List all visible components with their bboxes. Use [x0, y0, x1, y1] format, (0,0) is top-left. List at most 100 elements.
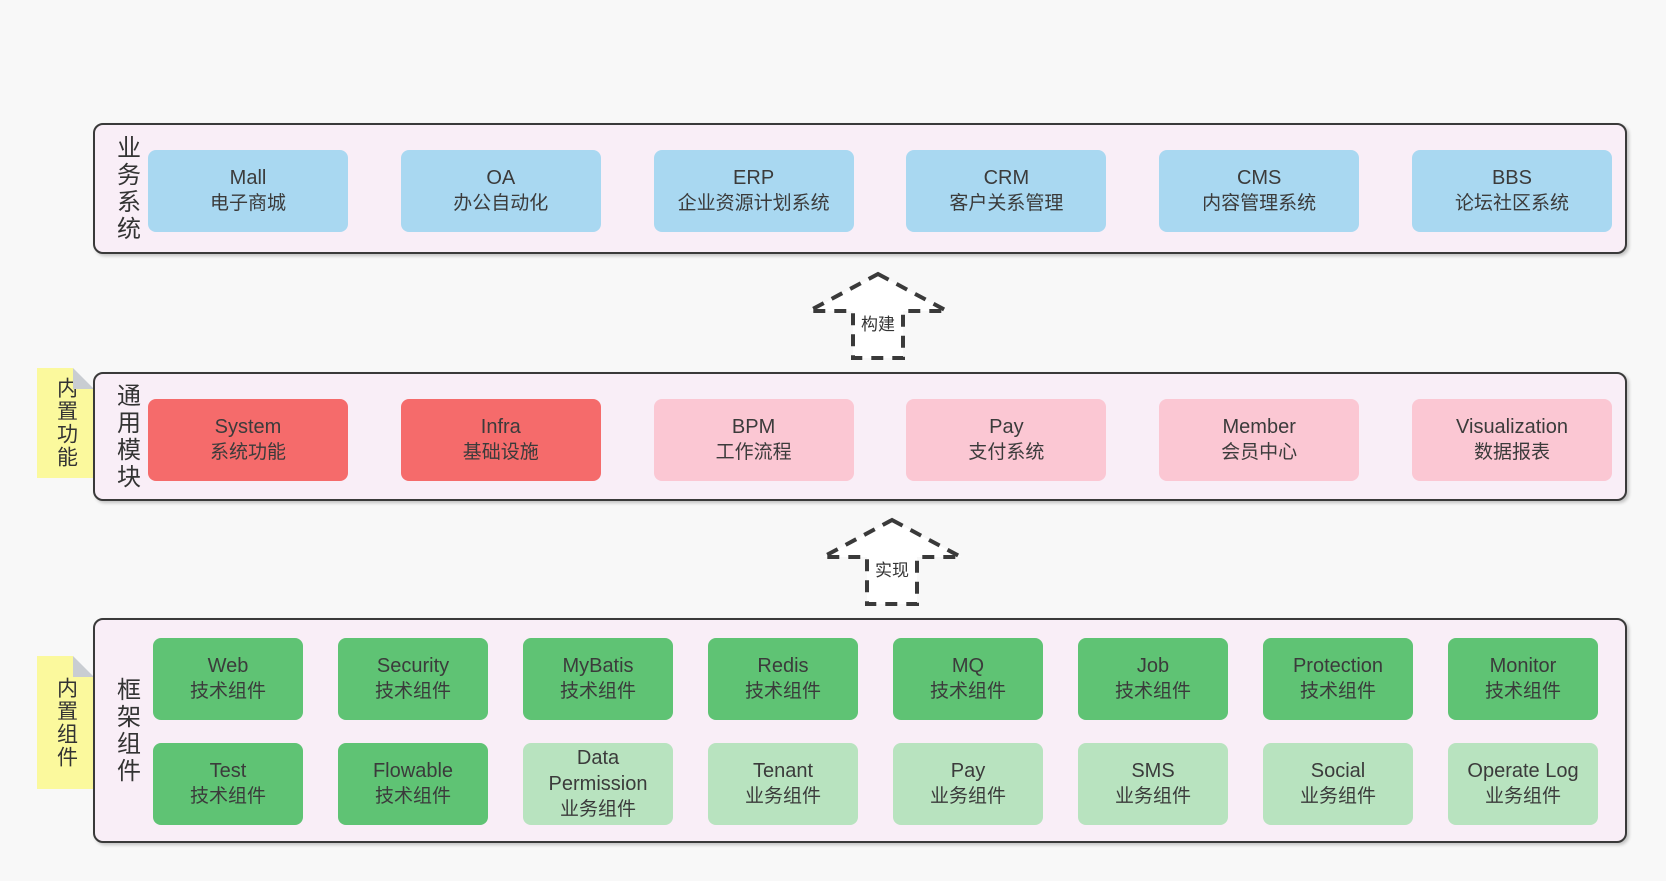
box-subtitle: 技术组件	[189, 681, 266, 702]
builtin-features-tag-label: 内置功能	[54, 377, 78, 469]
box-subtitle: 会员中心	[1221, 442, 1298, 463]
box-title: Mall	[229, 167, 267, 189]
box-subtitle: 办公自动化	[453, 193, 549, 214]
business-systems-label: 业务系统	[112, 134, 140, 243]
box-subtitle: 数据报表	[1473, 442, 1550, 463]
box-title: Flowable	[372, 760, 454, 782]
box-subtitle: 客户关系管理	[949, 193, 1064, 214]
box-mq: MQ 技术组件	[893, 638, 1043, 720]
builtin-features-tag: 内置功能	[37, 368, 94, 478]
box-subtitle: 技术组件	[1484, 681, 1561, 702]
box-subtitle: 业务组件	[744, 786, 821, 807]
box-bbs: BBS 论坛社区系统	[1411, 150, 1612, 232]
box-pay: Pay 业务组件	[893, 743, 1043, 825]
box-subtitle: 业务组件	[1299, 786, 1376, 807]
box-title: Job	[1136, 655, 1170, 677]
common-modules-label: 通用模块	[112, 382, 140, 491]
box-subtitle: 技术组件	[1114, 681, 1191, 702]
box-subtitle: 基础设施	[462, 442, 539, 463]
box-subtitle: 支付系统	[968, 442, 1045, 463]
box-subtitle: 技术组件	[559, 681, 636, 702]
box-title: ERP	[733, 167, 775, 189]
panel-common-modules: 通用模块 System 系统功能 Infra 基础设施 BPM 工作流程 Pay 支付系统 Me…	[93, 372, 1627, 501]
box-title: Social	[1310, 760, 1366, 782]
box-protection: Protection 技术组件	[1263, 638, 1413, 720]
box-member: Member 会员中心	[1159, 399, 1360, 481]
box-web: Web 技术组件	[153, 638, 303, 720]
box-title: OA	[486, 167, 516, 189]
box-subtitle: 业务组件	[559, 799, 636, 820]
box-flowable: Flowable 技术组件	[338, 743, 488, 825]
box-mall: Mall 电子商城	[148, 150, 348, 232]
box-subtitle: 系统功能	[209, 442, 286, 463]
box-title: Data Permission	[548, 747, 648, 795]
box-title: System	[214, 416, 282, 438]
box-subtitle: 业务组件	[1484, 786, 1561, 807]
box-title: SMS	[1131, 760, 1175, 782]
box-crm: CRM 客户关系管理	[906, 150, 1107, 232]
box-title: Pay	[950, 760, 986, 782]
box-cms: CMS 内容管理系统	[1159, 150, 1360, 232]
box-title: Pay	[989, 416, 1024, 438]
box-subtitle: 技术组件	[374, 786, 451, 807]
common-modules-row: System 系统功能 Infra 基础设施 BPM 工作流程 Pay 支付系统 Member 会…	[148, 399, 1612, 481]
box-title: Security	[376, 655, 450, 677]
box-subtitle: 电子商城	[209, 193, 286, 214]
box-sms: SMS 业务组件	[1078, 743, 1228, 825]
box-subtitle: 内容管理系统	[1202, 193, 1317, 214]
arrow-up-implement-icon: 实现	[822, 517, 962, 606]
box-subtitle: 技术组件	[374, 681, 451, 702]
box-title: Monitor	[1489, 655, 1557, 677]
box-title: Infra	[480, 416, 521, 438]
box-job: Job 技术组件	[1078, 638, 1228, 720]
box-operate-log: Operate Log 业务组件	[1448, 743, 1598, 825]
box-title: MQ	[951, 655, 985, 677]
arrow-label: 实现	[875, 561, 909, 580]
framework-components-row-2: Test 技术组件 Flowable 技术组件 Data Permission 业务组件 T…	[153, 743, 1598, 825]
box-social: Social 业务组件	[1263, 743, 1413, 825]
box-subtitle: 技术组件	[189, 786, 266, 807]
box-title: Redis	[757, 655, 809, 677]
box-test: Test 技术组件	[153, 743, 303, 825]
box-subtitle: 工作流程	[715, 442, 792, 463]
builtin-components-tag-label: 内置组件	[54, 676, 78, 769]
box-subtitle: 业务组件	[1114, 786, 1191, 807]
box-subtitle: 技术组件	[744, 681, 821, 702]
box-erp: ERP 企业资源计划系统	[653, 150, 854, 232]
box-subtitle: 论坛社区系统	[1454, 193, 1569, 214]
box-title: Web	[207, 655, 249, 677]
box-title: Visualization	[1456, 416, 1568, 438]
box-title: Test	[209, 760, 247, 782]
box-pay: Pay 支付系统	[906, 399, 1107, 481]
box-subtitle: 企业资源计划系统	[677, 193, 830, 214]
box-title: CRM	[983, 167, 1030, 189]
panel-business-systems: 业务系统 Mall 电子商城 OA 办公自动化 ERP 企业资源计划系统 CRM 客户关系管理…	[93, 123, 1627, 254]
box-title: Member	[1222, 416, 1296, 438]
box-data-permission: Data Permission 业务组件	[523, 743, 673, 825]
box-title: BPM	[731, 416, 776, 438]
box-visualization: Visualization 数据报表	[1411, 399, 1612, 481]
business-systems-row: Mall 电子商城 OA 办公自动化 ERP 企业资源计划系统 CRM 客户关系管理 CMS 内容…	[148, 150, 1612, 232]
arrow-up-build-icon: 构建	[808, 271, 948, 360]
box-redis: Redis 技术组件	[708, 638, 858, 720]
box-mybatis: MyBatis 技术组件	[523, 638, 673, 720]
box-system: System 系统功能	[148, 399, 348, 481]
box-infra: Infra 基础设施	[400, 399, 601, 481]
box-subtitle: 技术组件	[929, 681, 1006, 702]
box-oa: OA 办公自动化	[400, 150, 601, 232]
box-monitor: Monitor 技术组件	[1448, 638, 1598, 720]
box-title: BBS	[1491, 167, 1532, 189]
box-title: Protection	[1292, 655, 1384, 677]
box-title: Tenant	[752, 760, 814, 782]
arrow-label: 构建	[861, 315, 895, 334]
box-title: MyBatis	[562, 655, 634, 677]
box-title: Operate Log	[1467, 760, 1579, 782]
box-subtitle: 业务组件	[929, 786, 1006, 807]
box-bpm: BPM 工作流程	[653, 399, 854, 481]
box-title: CMS	[1236, 167, 1282, 189]
builtin-components-tag: 内置组件	[37, 656, 94, 789]
box-subtitle: 技术组件	[1299, 681, 1376, 702]
